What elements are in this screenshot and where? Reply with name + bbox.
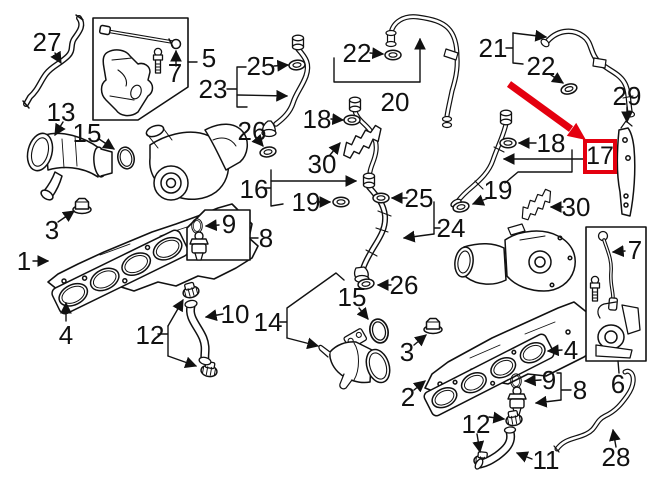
callout-3a[interactable]: 3 [44,215,60,245]
part-7a-pressure-line [98,24,182,50]
callout-14[interactable]: 14 [253,307,283,337]
callout-10[interactable]: 10 [220,299,250,329]
callout-4b[interactable]: 4 [563,335,579,365]
callout-7b[interactable]: 7 [627,235,643,265]
callout-21[interactable]: 21 [478,33,508,63]
part-8a-sensor-box [186,209,251,261]
part-bolt-in-box5 [152,47,164,74]
callout-15a[interactable]: 15 [72,118,102,148]
part-6-actuator-kit-box [585,226,647,362]
callout-29[interactable]: 29 [612,81,642,111]
callout-16[interactable]: 16 [239,174,269,204]
callout-13[interactable]: 13 [46,97,76,127]
part-28-breather-hose [553,368,636,453]
callout-1[interactable]: 1 [16,246,32,276]
callout-15b[interactable]: 15 [337,282,367,312]
part-10-coolant-hose [184,299,212,366]
callout-25b[interactable]: 25 [404,183,434,213]
callout-6[interactable]: 6 [610,369,626,399]
callout-30b[interactable]: 30 [561,192,591,222]
callout-18b[interactable]: 18 [536,128,566,158]
callout-3b[interactable]: 3 [399,337,415,367]
callout-26a[interactable]: 26 [237,116,267,146]
callout-18a[interactable]: 18 [302,104,332,134]
part-30a-heat-shield [337,123,388,161]
highlight-arrowhead-icon [566,122,586,140]
callout-22b[interactable]: 22 [526,51,556,81]
callout-8a[interactable]: 8 [258,223,274,253]
part-30b-heat-shield [514,187,558,223]
callout-7a[interactable]: 7 [167,58,183,88]
part-4a-manifold-gasket [51,229,189,315]
callout-30a[interactable]: 30 [307,149,337,179]
part-15a-oring [115,144,137,172]
callout-27[interactable]: 27 [32,27,62,57]
callout-12a[interactable]: 12 [135,320,165,350]
part-4b-manifold-gasket [423,333,555,417]
leader-lines [32,29,633,463]
callout-24[interactable]: 24 [436,213,466,243]
callout-19a[interactable]: 19 [291,187,321,217]
highlight-annotation [506,81,586,140]
part-15b-oring [366,316,392,346]
part-14-connector-pipe [318,328,391,390]
callout-8b[interactable]: 8 [572,375,588,405]
highlight-arrow [506,81,574,132]
callout-4a[interactable]: 4 [58,320,74,350]
callout-2[interactable]: 2 [400,382,416,412]
part-5-actuator-kit-box [92,17,189,121]
part-3a-flange-nut [72,197,92,215]
callout-17-highlighted[interactable]: 17 [583,139,617,174]
callout-19b[interactable]: 19 [483,175,513,205]
part-actuator [100,49,154,117]
callout-12b[interactable]: 12 [461,409,491,439]
part-21-hose [540,28,636,118]
callout-28[interactable]: 28 [601,442,631,472]
callout-25a[interactable]: 25 [246,51,276,81]
callout-20[interactable]: 20 [380,87,410,117]
callout-9a[interactable]: 9 [221,209,237,239]
part-11-coolant-hose [474,426,517,470]
part-20-coolant-pipe [385,14,460,129]
callout-5[interactable]: 5 [201,43,217,73]
part-actuator-right [595,301,641,359]
callout-9b[interactable]: 9 [541,365,557,395]
callout-23[interactable]: 23 [198,74,228,104]
part-27-breather-hose [22,14,85,109]
part-3b-flange-nut [423,317,443,335]
callout-26b[interactable]: 26 [389,270,419,300]
part-29-bracket [616,120,636,217]
part-23-oil-pipe [261,34,311,138]
callout-22a[interactable]: 22 [342,38,372,68]
callout-11[interactable]: 11 [532,445,560,475]
